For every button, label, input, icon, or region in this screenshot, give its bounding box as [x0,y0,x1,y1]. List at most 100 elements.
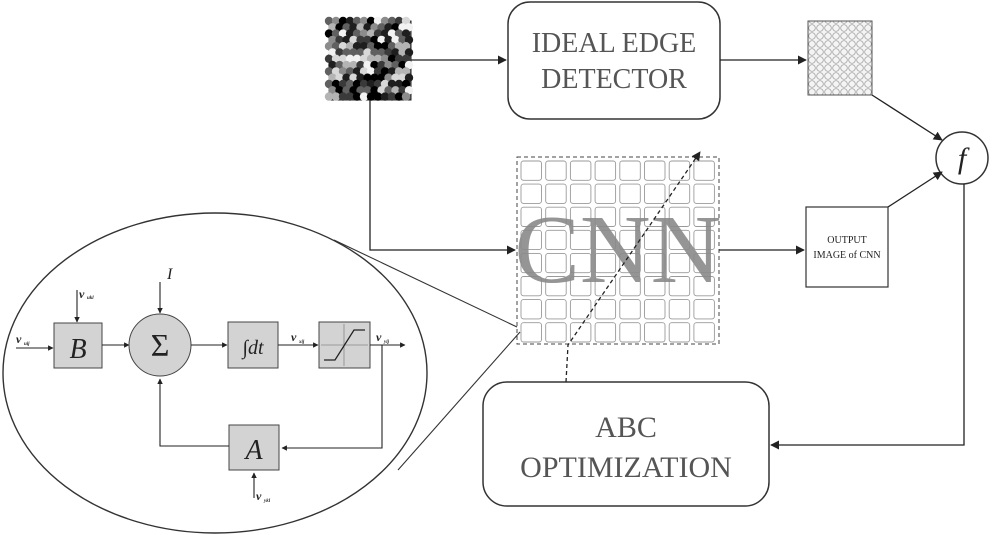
fitness-function-circle [935,131,989,185]
input-u-label: v [16,332,22,346]
output-image-label-1: OUTPUT [827,235,866,246]
flow-arrows [369,55,965,450]
cnn-cell [520,229,542,251]
zoom-callout-top [333,239,518,328]
output-y-sub: yij [383,340,390,345]
cnn-cell [644,322,666,343]
arrow-abc-to-cnn-dashed [565,151,701,383]
cnn-cell [569,183,592,204]
cell-zoom-ellipse [2,212,428,534]
block-integral-label: ∫dt [240,337,263,360]
cnn-label: CNN [515,196,722,304]
cnn-cell [594,229,617,251]
cnn-cell [545,183,567,204]
cnn-cell [569,160,592,181]
cnn-cell [545,252,567,274]
cnn-cell [569,206,592,227]
input-ykl-sub: ykl [263,499,271,504]
state-x-sub: xij [298,340,305,345]
cnn-cell [693,229,715,251]
input-u-sub: uij [24,342,30,347]
feedback-path [281,345,383,451]
bias-label: I [166,266,173,283]
abc-optimization-label-1: ABC [595,411,657,444]
block-integral [227,321,279,369]
cnn-cell [619,160,641,181]
cnn-cell [520,276,542,297]
arrow-ideal-image-to-fitness [871,94,943,141]
cnn-cell [619,299,641,320]
block-a-label: A [243,435,263,466]
cnn-cell [644,299,666,320]
cnn-cell [545,229,567,251]
abc-optimization-box [482,381,770,507]
sum-label: Σ [151,327,170,363]
cnn-cell [520,252,542,274]
saturation-curve-icon [324,329,365,361]
cnn-cell [594,276,617,297]
cnn-cell [644,160,666,181]
abc-optimization-label-2: OPTIMIZATION [520,451,732,484]
ideal-edge-detector-box [507,1,721,120]
cnn-cell [520,299,542,320]
cnn-cell [545,160,567,181]
cnn-cell [693,183,715,204]
cnn-cell [520,206,542,227]
input-ykl-label: v [256,489,262,503]
cnn-cell [619,276,641,297]
cnn-cell [668,160,691,181]
cnn-cell [594,206,617,227]
feedback-to-sum [157,378,229,447]
cnn-cell [668,206,691,227]
zoom-callout-bottom [397,331,521,471]
cell-model: v uij v ukl B I Σ ∫dt v xij v yij [16,266,406,504]
cnn-cell [545,206,567,227]
cnn-cell [644,229,666,251]
cnn-cell [594,299,617,320]
cnn-cell [668,252,691,274]
cnn-cell [693,160,715,181]
cnn-cell [569,322,592,343]
cnn-cell [668,276,691,297]
cnn-cell [668,322,691,343]
cnn-cell [668,229,691,251]
cnn-cell [594,160,617,181]
cnn-cell [644,206,666,227]
cnn-cell [545,299,567,320]
cnn-cell [545,276,567,297]
input-image [324,16,414,101]
cnn-cell [693,276,715,297]
cnn-cell [619,206,641,227]
state-x-label: v [291,330,297,344]
block-b [53,322,103,369]
cnn-cell [520,322,542,343]
arrow-fitness-to-abc [770,184,965,450]
output-y-label: v [376,330,382,344]
output-image-label-2: IMAGE of CNN [813,250,880,261]
cnn-cell [569,252,592,274]
cnn-cell [569,299,592,320]
cnn-cell [594,252,617,274]
output-image-box [805,206,889,288]
cnn-cell [619,322,641,343]
ideal-edge-detector-label-1: IDEAL EDGE [532,28,697,59]
cnn-cell [693,252,715,274]
cnn-cell [594,183,617,204]
cnn-cell [693,322,715,343]
arrow-output-to-fitness [887,171,943,208]
cnn-cell [520,160,542,181]
cnn-cell [668,299,691,320]
cnn-cell [693,299,715,320]
cnn-cell [619,183,641,204]
ideal-edge-detector-label-2: DETECTOR [541,64,687,95]
block-b-label: B [69,334,86,365]
cnn-cell [569,229,592,251]
ideal-output-image [807,20,873,96]
cnn-cell [693,206,715,227]
cnn-cell [644,276,666,297]
cnn-cell [644,183,666,204]
arrow-input-to-cnn [369,100,516,255]
input-ukl-sub: ukl [87,296,94,301]
cnn-cell [644,252,666,274]
